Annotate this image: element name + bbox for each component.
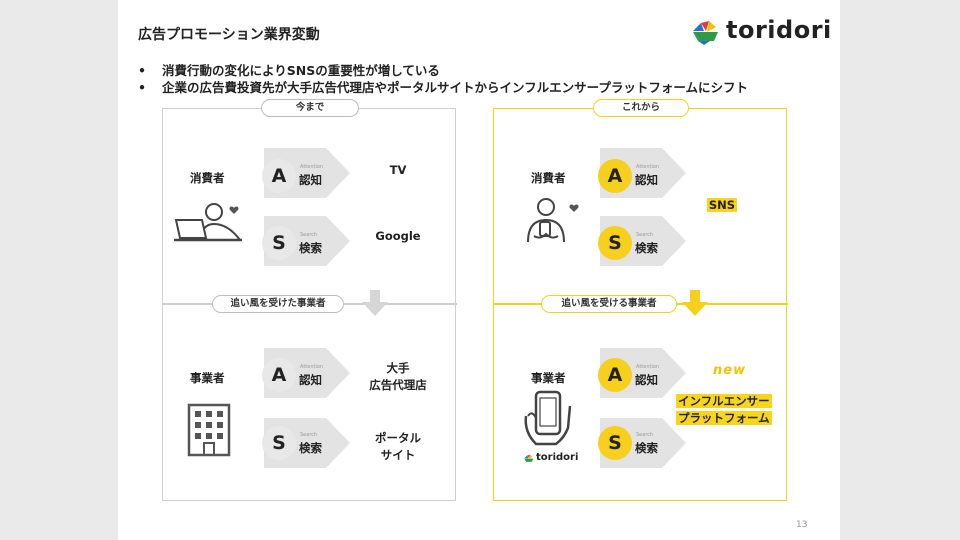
left-consumer-attention-value: TV xyxy=(389,163,407,177)
right-consumer-search-letter: S xyxy=(598,226,632,260)
left-business-attention-sub: Attention xyxy=(300,364,324,370)
left-business-search-letter: S xyxy=(262,426,296,460)
office-building-icon xyxy=(187,403,231,457)
right-panel-label: これから xyxy=(593,99,689,117)
new-badge: new xyxy=(713,363,747,378)
person-laptop-icon xyxy=(174,203,242,242)
right-consumer-value: SNS xyxy=(706,198,738,212)
left-business-search-sub: Search xyxy=(300,432,318,438)
left-mid-label: 追い風を受けた事業者 xyxy=(212,295,344,313)
left-consumer-attention-kana: 認知 xyxy=(299,173,322,187)
right-consumer-search-sub: Search xyxy=(636,232,654,238)
phone-brand-text: toridori xyxy=(536,452,579,463)
left-consumer-search-letter: S xyxy=(262,226,296,260)
right-business-search-sub: Search xyxy=(636,432,654,438)
left-business-attention-value: 大手 広告代理店 xyxy=(369,361,427,392)
left-business-label: 事業者 xyxy=(190,371,225,385)
arrow-down-icon xyxy=(682,290,708,316)
left-consumer-attention-letter: A xyxy=(262,159,296,193)
hand-smartphone-icon xyxy=(524,390,572,446)
left-business-search-value: ポータル サイト xyxy=(375,431,421,462)
bird-logo-icon xyxy=(524,454,534,462)
right-consumer-label: 消費者 xyxy=(531,171,566,185)
left-consumer-attention-sub: Attention xyxy=(300,164,324,170)
right-business-attention-sub: Attention xyxy=(636,364,660,370)
left-consumer-search-value: Google xyxy=(375,229,421,243)
right-business-search-kana: 検索 xyxy=(635,441,658,455)
right-consumer-attention-sub: Attention xyxy=(636,164,660,170)
left-panel-label: 今まで xyxy=(261,99,359,117)
page-title: 広告プロモーション業界変動 xyxy=(138,27,320,43)
left-consumer-label: 消費者 xyxy=(190,171,225,185)
right-consumer-attention-kana: 認知 xyxy=(635,173,658,187)
right-consumer-attention-letter: A xyxy=(598,159,632,193)
right-business-label: 事業者 xyxy=(531,371,566,385)
logo-text: toridori xyxy=(726,16,832,44)
person-smartphone-icon xyxy=(527,198,579,243)
left-business-attention-letter: A xyxy=(262,358,296,392)
right-business-search-letter: S xyxy=(598,426,632,460)
page-number: 13 xyxy=(796,520,808,530)
left-business-attention-kana: 認知 xyxy=(299,373,322,387)
arrow-down-icon xyxy=(362,290,388,316)
right-business-attention-kana: 認知 xyxy=(635,373,658,387)
left-consumer-search-kana: 検索 xyxy=(299,241,322,255)
bullet-1: •消費行動の変化によりSNSの重要性が増している xyxy=(138,63,440,78)
right-mid-label: 追い風を受ける事業者 xyxy=(541,295,677,313)
right-business-value: インフルエンサー プラットフォーム xyxy=(676,394,772,425)
left-consumer-search-sub: Search xyxy=(300,232,318,238)
bird-logo-icon xyxy=(693,21,718,45)
right-consumer-search-kana: 検索 xyxy=(635,241,658,255)
bullet-2: •企業の広告費投資先が大手広告代理店やポータルサイトからインフルエンサープラット… xyxy=(138,80,749,95)
right-business-attention-letter: A xyxy=(598,358,632,392)
left-business-search-kana: 検索 xyxy=(299,441,322,455)
